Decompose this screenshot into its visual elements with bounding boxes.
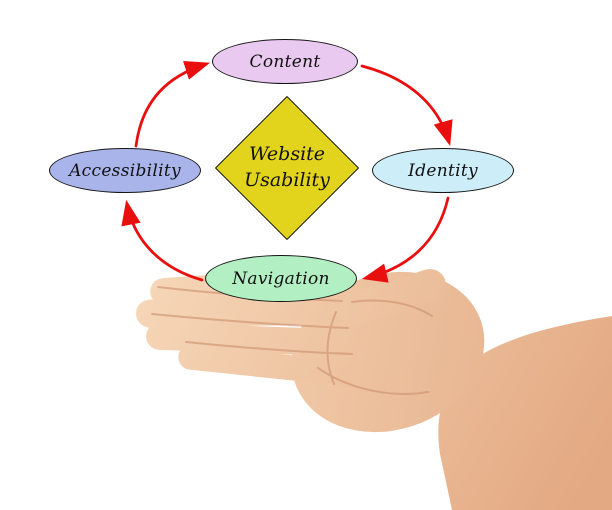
center-diamond: Website Usability [213, 94, 361, 242]
node-accessibility-label: Accessibility [69, 160, 181, 181]
hand-shapes [136, 265, 612, 510]
hand-forearm [438, 316, 612, 510]
node-accessibility: Accessibility [49, 148, 201, 193]
node-navigation-label: Navigation [232, 268, 330, 289]
center-label-line1: Website [248, 143, 326, 166]
hand-thumb [339, 269, 446, 326]
center-diamond-label: Website Usability [213, 94, 361, 242]
node-identity: Identity [372, 148, 514, 193]
node-content-label: Content [249, 51, 321, 72]
node-content: Content [212, 39, 358, 84]
node-identity-label: Identity [408, 160, 478, 181]
node-navigation: Navigation [205, 255, 357, 302]
hand-finger-pinky [178, 344, 358, 386]
center-label-line2: Usability [244, 169, 330, 191]
hand-creases [151, 286, 433, 395]
hand-finger-middle [136, 296, 350, 328]
